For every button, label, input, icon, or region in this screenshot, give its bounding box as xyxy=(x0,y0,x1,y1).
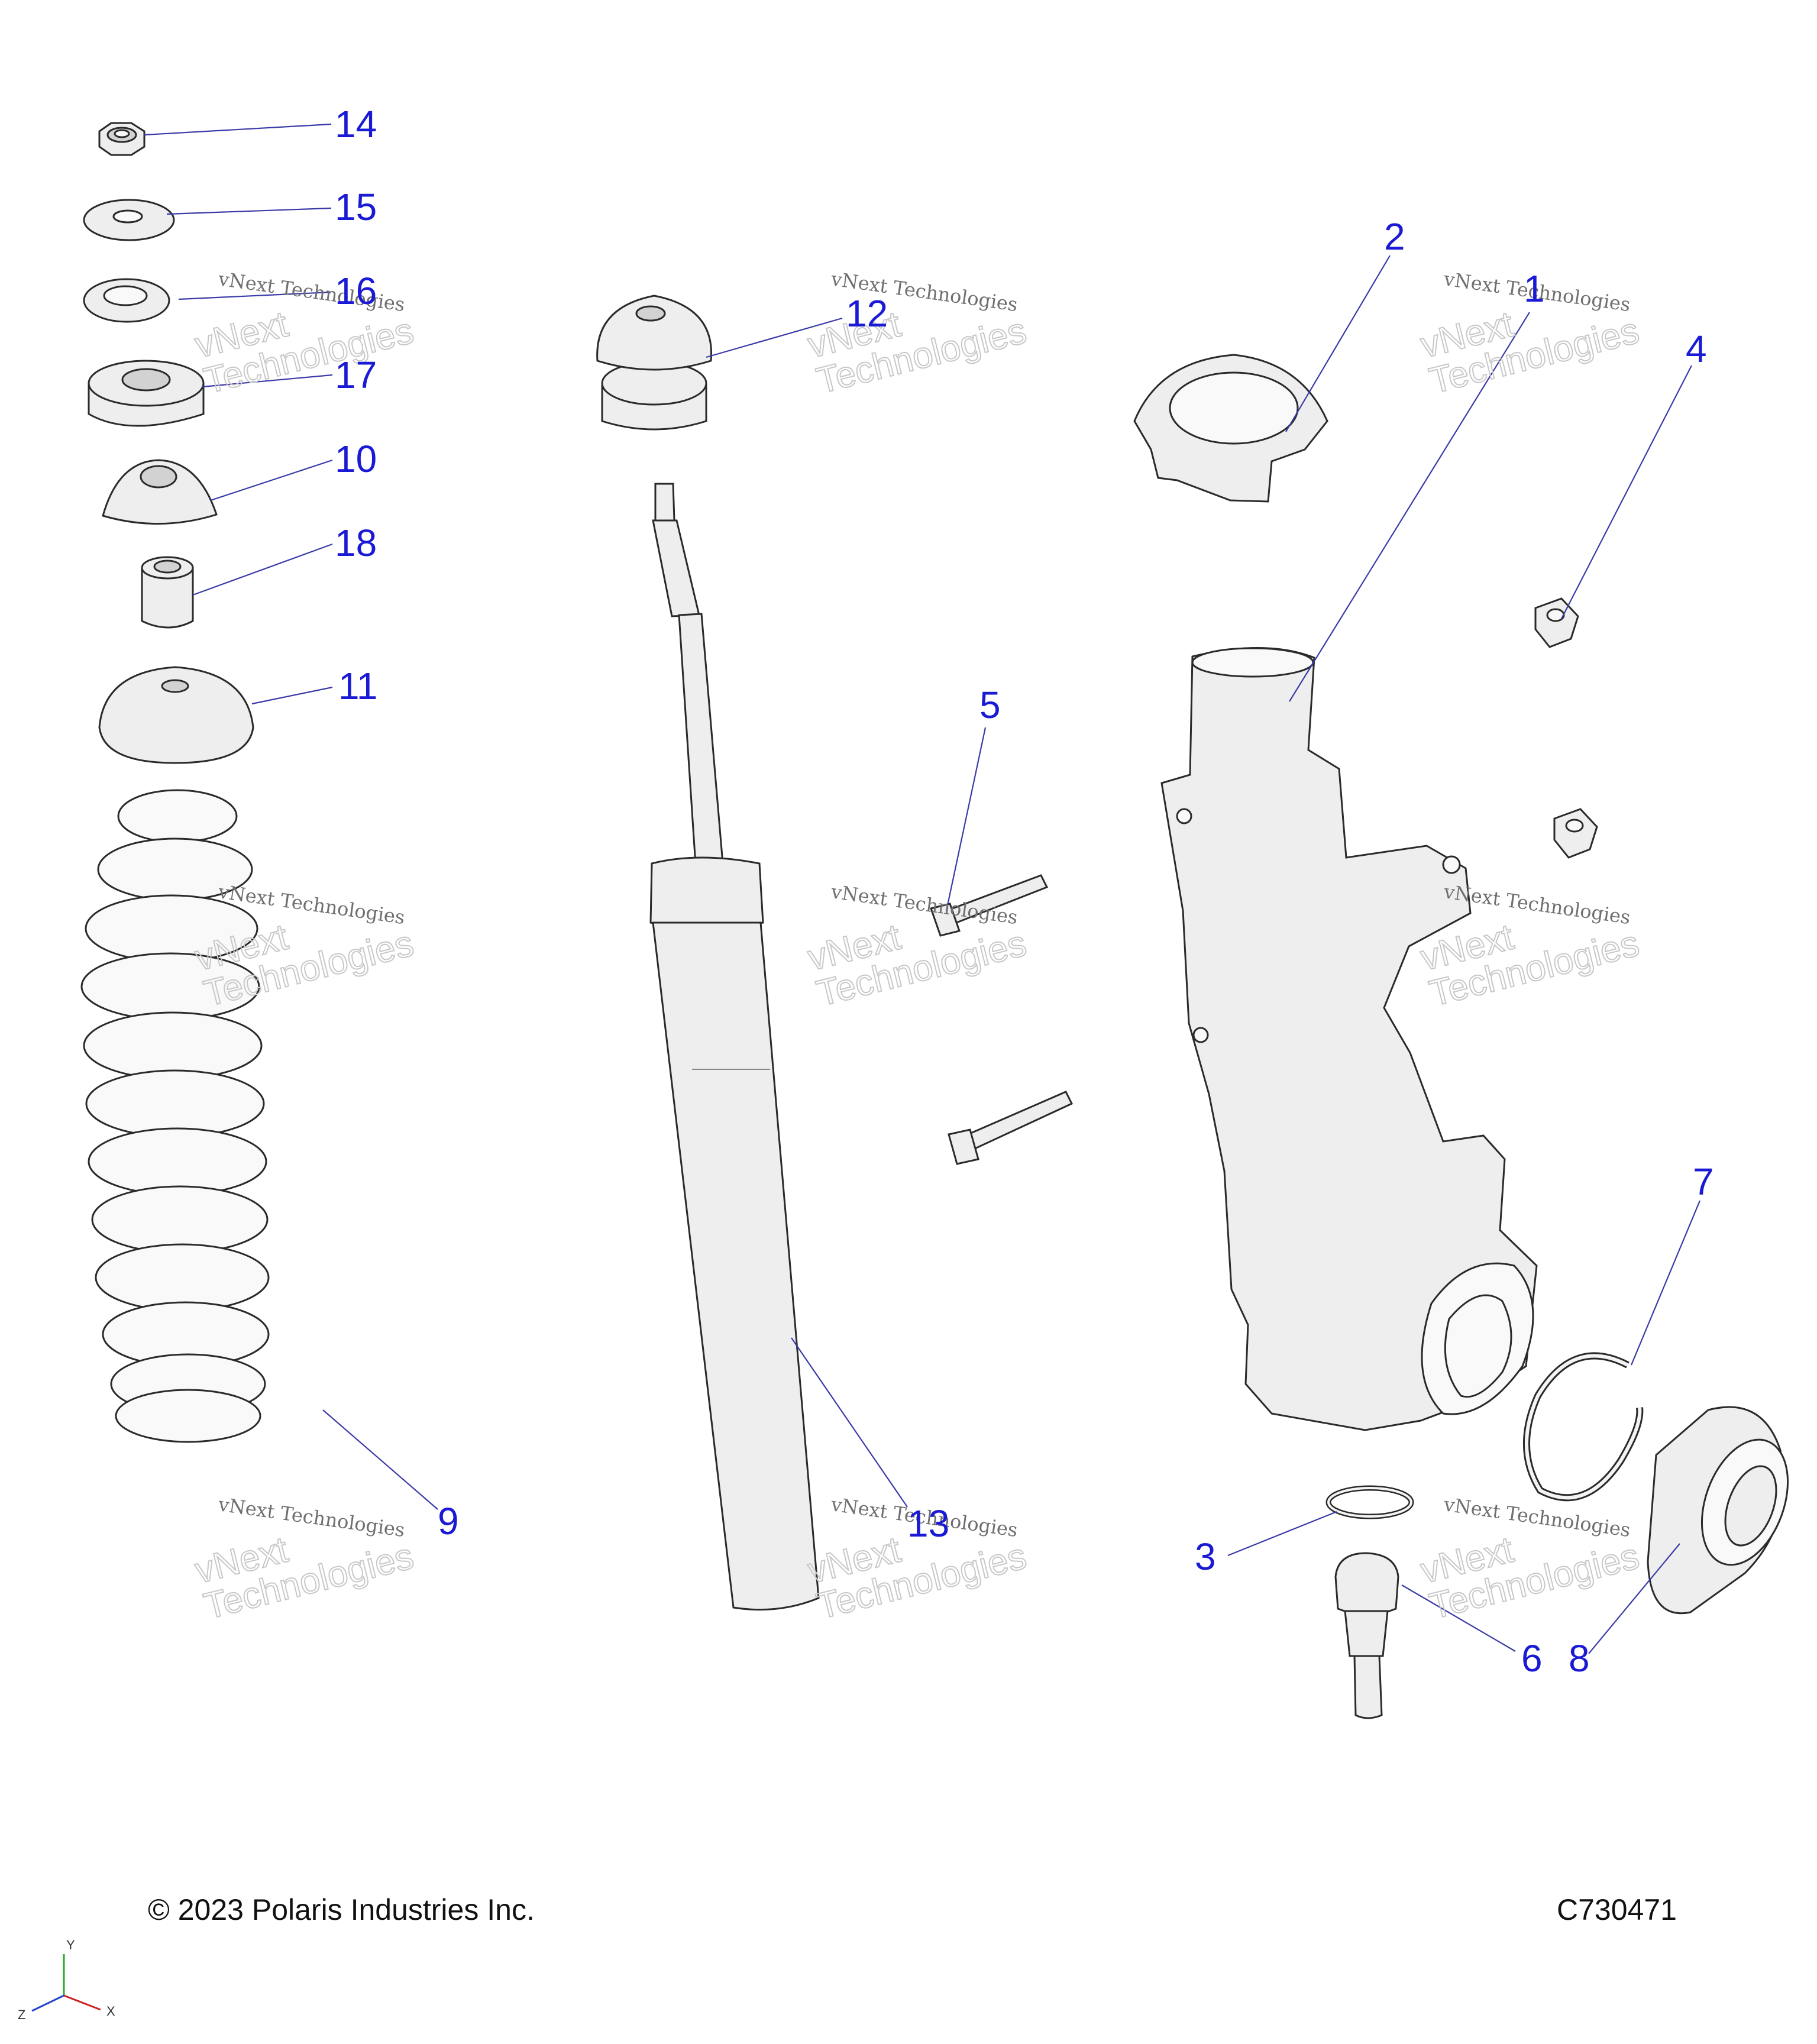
callout-16: 16 xyxy=(335,270,377,312)
callout-3: 3 xyxy=(1195,1535,1216,1578)
part-shock-absorber-13 xyxy=(649,483,820,1611)
drawing-code: C730471 xyxy=(1557,1893,1677,1926)
leader-13 xyxy=(791,1337,908,1508)
callout-5: 5 xyxy=(979,684,1001,726)
leader-8 xyxy=(1588,1543,1680,1654)
leader-4 xyxy=(1561,365,1692,619)
leader-14 xyxy=(144,123,332,136)
callouts: 14 15 16 17 10 18 11 9 12 13 5 2 1 4 7 3… xyxy=(335,103,1714,1680)
part-spring-cap-11 xyxy=(98,666,254,764)
part-hex-nut-14 xyxy=(98,122,146,156)
callout-9: 9 xyxy=(438,1500,459,1542)
watermark-top-left: vNext Technologies vNext Technologies xyxy=(190,267,418,402)
leader-1 xyxy=(1289,312,1530,702)
part-collar-2 xyxy=(1133,354,1328,503)
part-bearing-8 xyxy=(1647,1406,1789,1615)
callout-8: 8 xyxy=(1569,1637,1590,1680)
callout-11: 11 xyxy=(338,665,377,707)
callout-6: 6 xyxy=(1521,1637,1543,1680)
watermark: vNext Technologies vNext Technologies vN… xyxy=(190,267,1644,1628)
callout-7: 7 xyxy=(1693,1160,1714,1203)
callout-12: 12 xyxy=(846,292,888,335)
leader-6 xyxy=(1401,1584,1516,1652)
watermark-bottom-left: vNext Technologies vNext Technologies xyxy=(190,1493,418,1628)
watermark-mid-center: vNext Technologies vNext Technologies xyxy=(803,880,1031,1015)
watermark-bottom-right: vNext Technologies vNext Technologies xyxy=(1416,1493,1644,1628)
leader-2 xyxy=(1285,255,1391,432)
axis-x-label: X xyxy=(106,2004,115,2019)
leader-12 xyxy=(706,317,843,358)
part-retaining-clip-3 xyxy=(1325,1485,1414,1519)
leader-3 xyxy=(1227,1511,1337,1557)
watermark-text-1: vNext Technologies xyxy=(216,267,406,316)
part-spacer-18 xyxy=(141,556,194,629)
svg-text:vNext Technologies: vNext Technologies xyxy=(829,880,1019,929)
axis-y-label: Y xyxy=(66,1938,75,1952)
leader-7 xyxy=(1630,1200,1701,1366)
svg-text:vNext Technologies: vNext Technologies xyxy=(1442,880,1632,929)
leader-15 xyxy=(166,207,332,215)
part-knuckle-1 xyxy=(1160,647,1538,1431)
part-bushing-17 xyxy=(88,360,205,427)
leader-5 xyxy=(945,727,987,911)
leader-11 xyxy=(251,686,333,705)
part-flange-nut-lower xyxy=(1553,808,1598,859)
part-ball-joint-6 xyxy=(1334,1552,1399,1719)
callout-15: 15 xyxy=(335,186,377,228)
watermark-top-center: vNext Technologies vNext Technologies xyxy=(803,267,1031,402)
part-coil-spring-9 xyxy=(80,789,270,1443)
svg-text:vNext Technologies: vNext Technologies xyxy=(216,1493,406,1541)
part-snap-ring-7 xyxy=(1523,1352,1644,1502)
part-bolt-lower xyxy=(948,1091,1074,1165)
axis-triad: Y X Z xyxy=(18,1938,115,2022)
copyright-text: © 2023 Polaris Industries Inc. xyxy=(148,1893,535,1926)
svg-text:vNext Technologies: vNext Technologies xyxy=(1442,1493,1632,1541)
callout-13: 13 xyxy=(907,1502,949,1545)
leader-18 xyxy=(192,543,333,596)
part-bolt-5 xyxy=(930,874,1049,937)
watermark-mid-left: vNext Technologies vNext Technologies xyxy=(190,880,418,1015)
leader-10 xyxy=(210,459,333,502)
part-flange-nut-4 xyxy=(1534,597,1579,648)
watermark-mid-right: vNext Technologies vNext Technologies xyxy=(1416,880,1644,1015)
callout-2: 2 xyxy=(1384,215,1405,258)
callout-1: 1 xyxy=(1524,267,1545,310)
callout-18: 18 xyxy=(335,522,377,564)
leader-lines xyxy=(144,123,1701,1654)
callout-17: 17 xyxy=(335,354,377,396)
axis-z-label: Z xyxy=(18,2007,25,2022)
callout-14: 14 xyxy=(335,103,377,145)
leader-17 xyxy=(202,374,333,388)
leader-16 xyxy=(178,291,332,300)
leader-9 xyxy=(322,1409,438,1510)
part-dome-10 xyxy=(102,459,218,525)
callout-4: 4 xyxy=(1686,328,1707,370)
part-washer-16 xyxy=(83,278,170,323)
part-bump-stop-12 xyxy=(596,295,713,431)
part-washer-15 xyxy=(83,199,175,241)
callout-10: 10 xyxy=(335,438,377,480)
